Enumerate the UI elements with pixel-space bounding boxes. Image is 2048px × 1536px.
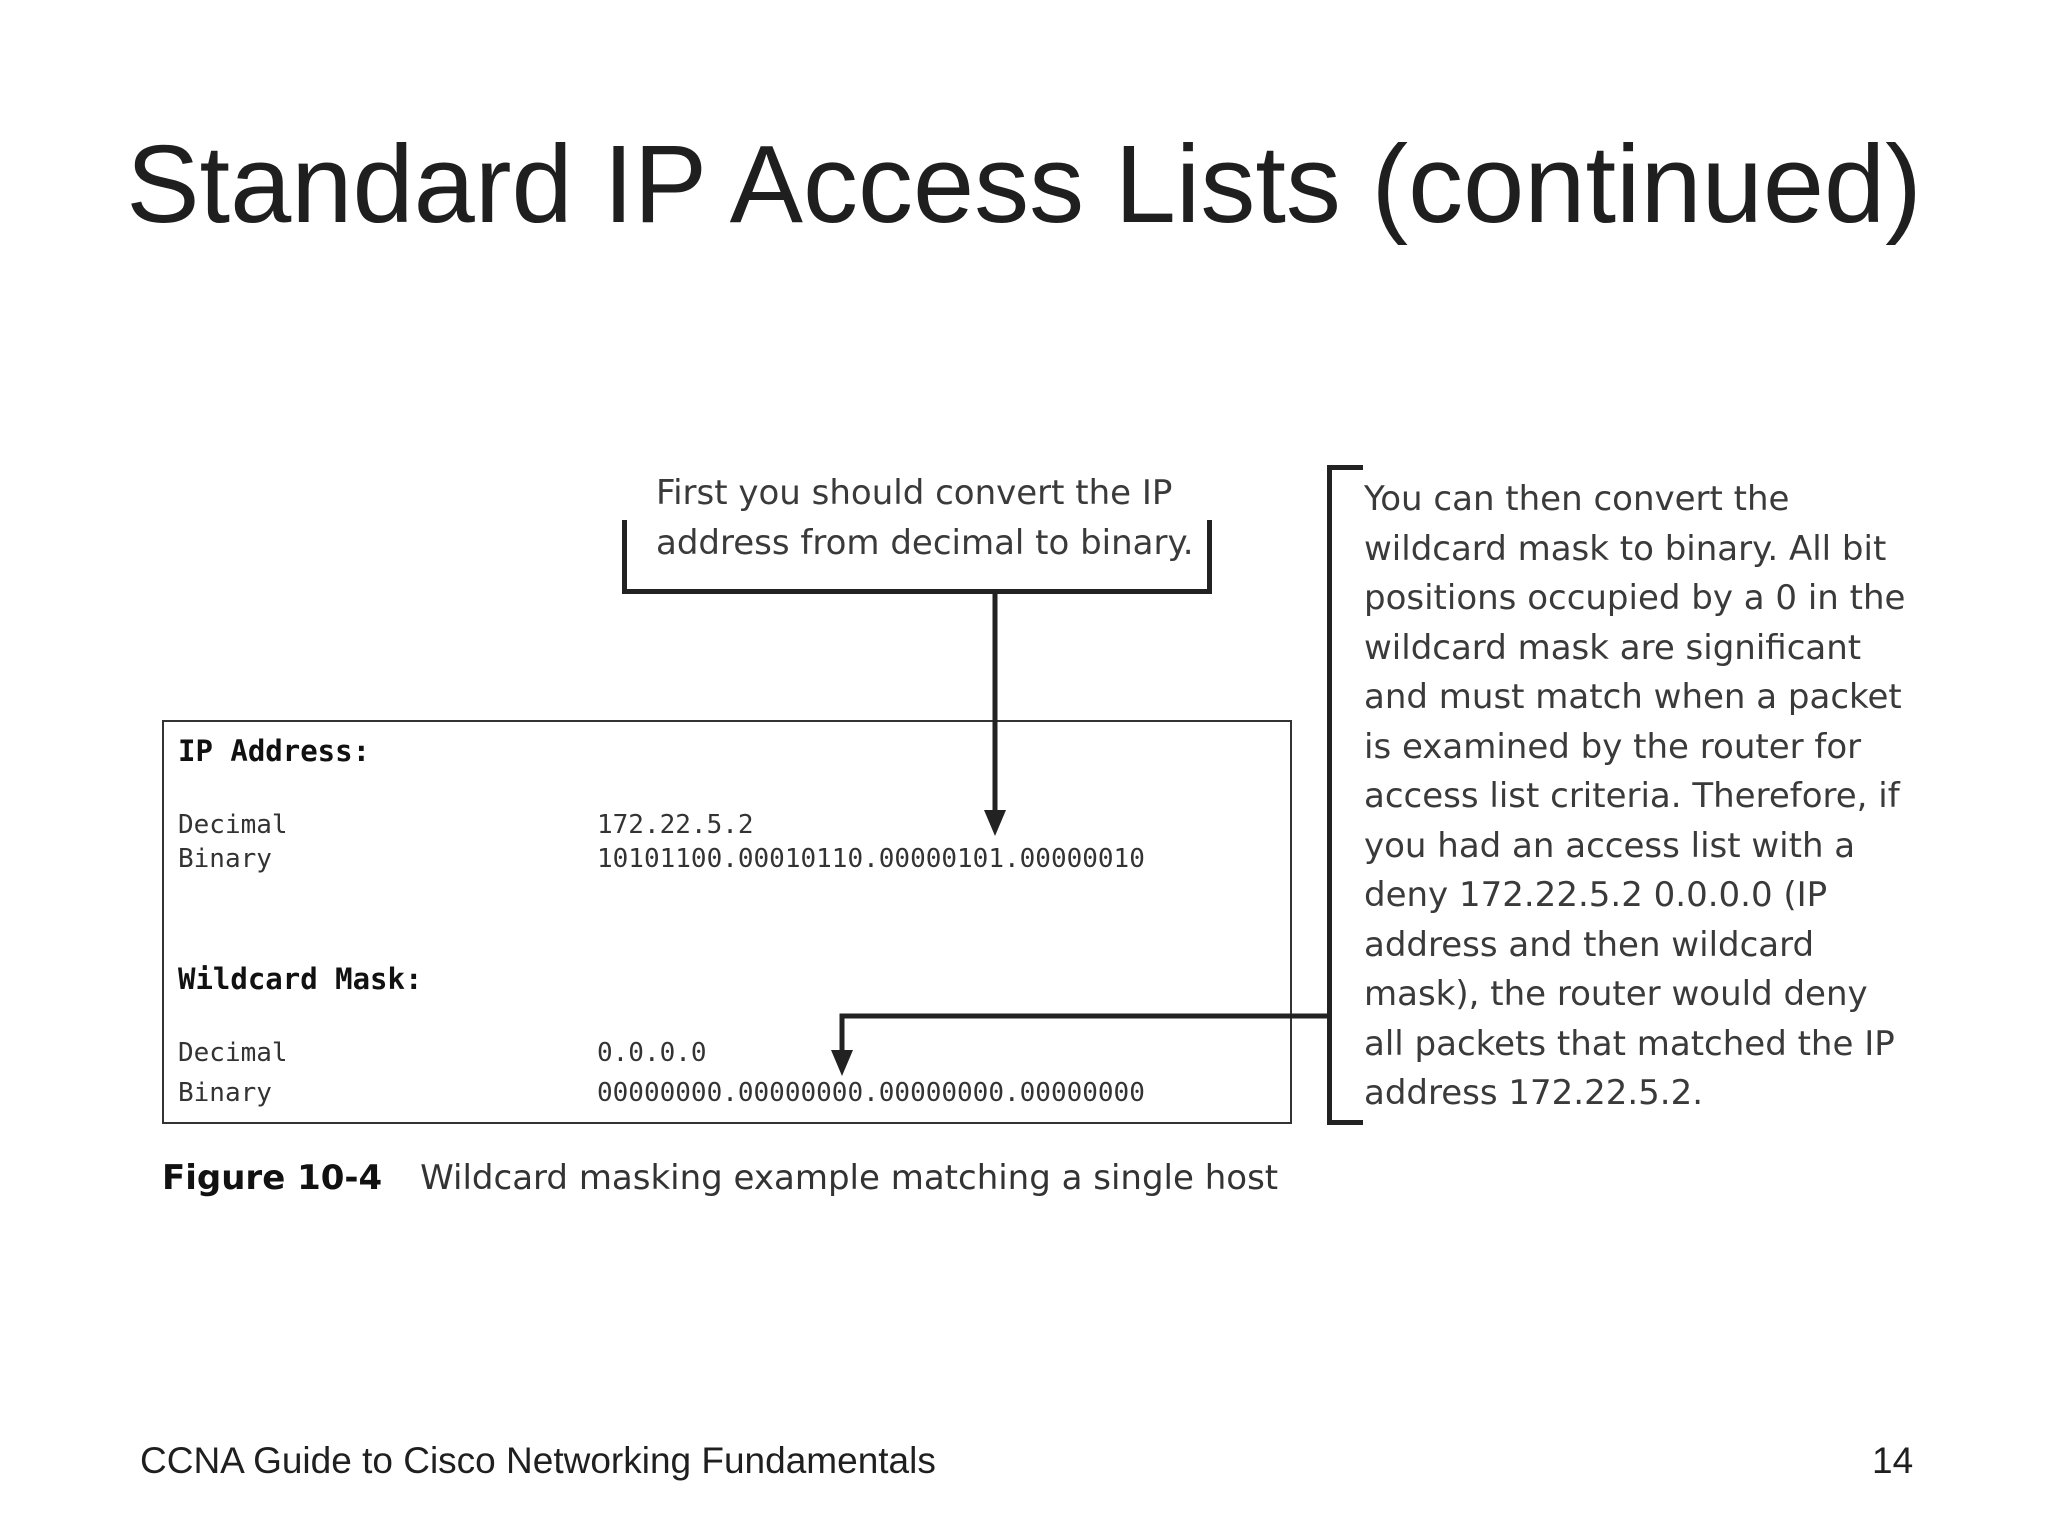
- wildcard-mask-heading: Wildcard Mask:: [178, 962, 423, 996]
- ip-decimal-value: 172.22.5.2: [597, 810, 754, 840]
- footer-text: CCNA Guide to Cisco Networking Fundament…: [140, 1440, 936, 1481]
- ip-binary-value: 10101100.00010110.00000101.00000010: [597, 844, 1145, 874]
- figure-caption-text: Wildcard masking example matching a sing…: [420, 1158, 1279, 1198]
- figure-number: Figure 10-4: [162, 1158, 383, 1198]
- mask-binary-value: 00000000.00000000.00000000.00000000: [597, 1078, 1145, 1108]
- callout-right-bracket: [1327, 465, 1363, 1125]
- callout-convert-mask: You can then convert the wildcard mask t…: [1364, 479, 1906, 1113]
- callout-top-bracket: [622, 520, 1212, 594]
- slide-title: Standard IP Access Lists (continued): [126, 123, 1922, 246]
- mask-decimal-value: 0.0.0.0: [597, 1038, 707, 1068]
- ip-address-heading: IP Address:: [178, 734, 371, 768]
- ip-decimal-label: Decimal: [178, 810, 288, 840]
- mask-binary-label: Binary: [178, 1078, 272, 1108]
- ip-binary-label: Binary: [178, 844, 272, 874]
- figure-box: IP Address: Decimal 172.22.5.2 Binary 10…: [162, 720, 1292, 1124]
- callout-convert-ip: First you should convert the IP address …: [656, 473, 1194, 563]
- figure-caption: Figure 10-4 Wildcard masking example matc…: [162, 1158, 1278, 1198]
- mask-decimal-label: Decimal: [178, 1038, 288, 1068]
- page-number: 14: [1872, 1440, 1914, 1481]
